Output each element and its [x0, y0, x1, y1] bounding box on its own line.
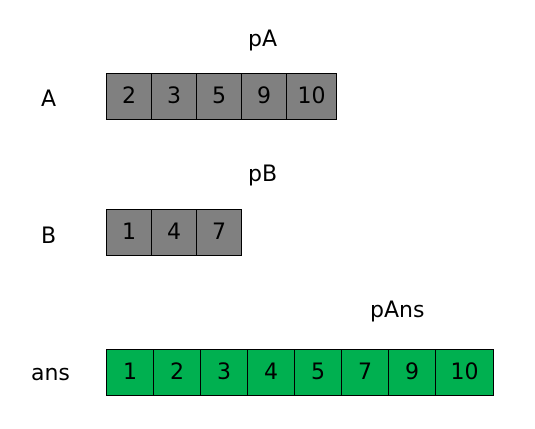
array-ans-cell: 3 — [200, 349, 248, 396]
row-label-B: B — [41, 224, 57, 249]
array-ans-cell: 2 — [153, 349, 201, 396]
pointer-label-pAns: pAns — [370, 298, 425, 323]
array-ans-cell: 7 — [341, 349, 389, 396]
array-B-cell: 1 — [106, 209, 152, 256]
pointer-label-pB: pB — [248, 162, 278, 187]
array-A: 2 3 5 9 10 — [106, 73, 337, 120]
array-B: 1 4 7 — [106, 209, 242, 256]
pointer-label-pA: pA — [248, 27, 278, 52]
array-ans-cell: 10 — [435, 349, 494, 396]
row-label-ans: ans — [31, 361, 70, 386]
array-A-cell: 3 — [151, 73, 197, 120]
array-ans-cell: 1 — [106, 349, 154, 396]
array-A-cell: 9 — [241, 73, 287, 120]
array-ans: 1 2 3 4 5 7 9 10 — [106, 349, 494, 396]
array-A-cell: 5 — [196, 73, 242, 120]
array-ans-cell: 9 — [388, 349, 436, 396]
array-B-cell: 4 — [151, 209, 197, 256]
array-A-cell: 10 — [286, 73, 337, 120]
array-A-cell: 2 — [106, 73, 152, 120]
array-ans-cell: 4 — [247, 349, 295, 396]
row-label-A: A — [41, 87, 57, 112]
array-ans-cell: 5 — [294, 349, 342, 396]
array-B-cell: 7 — [196, 209, 242, 256]
